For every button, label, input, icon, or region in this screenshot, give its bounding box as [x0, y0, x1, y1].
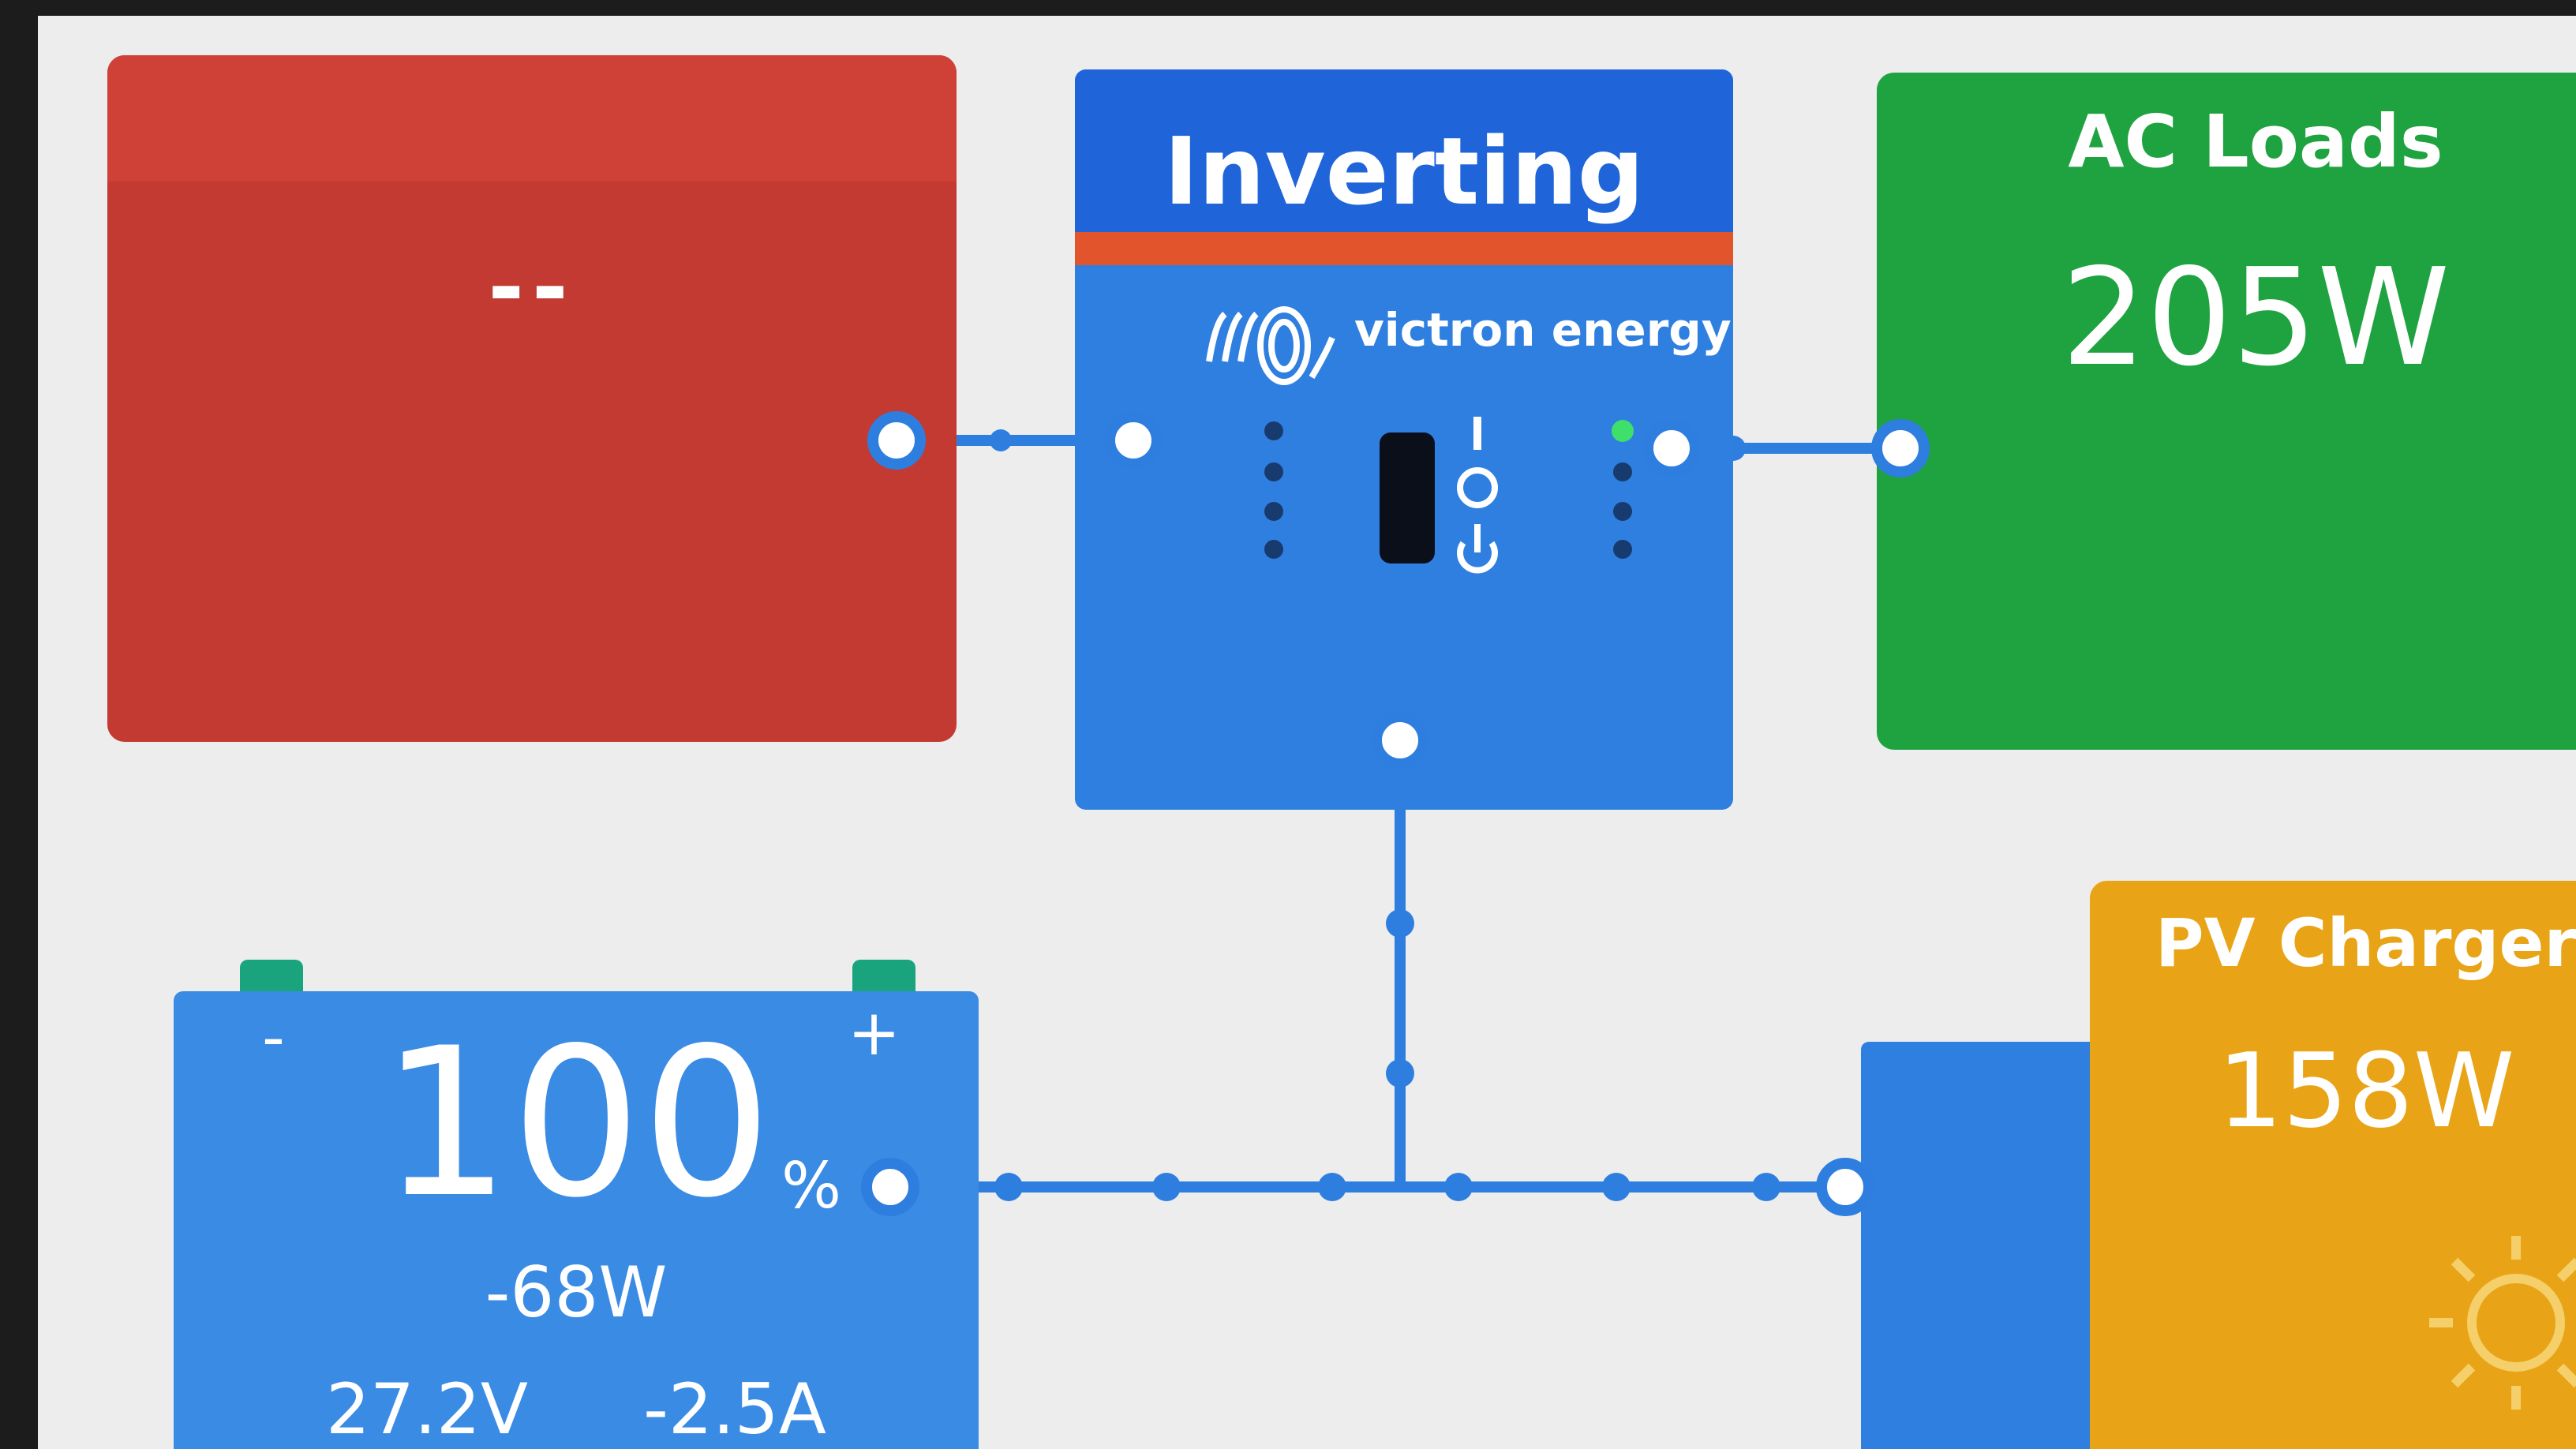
- pv-charger-title: PV Charger: [2155, 904, 2576, 982]
- battery-power: -68W: [485, 1252, 668, 1333]
- ac-loads-value: 205W: [2061, 240, 2451, 396]
- battery-current: -2.5A: [643, 1368, 826, 1449]
- pv-charger-value: 158W: [2217, 1031, 2515, 1151]
- front-panel-leds: [1264, 420, 1634, 559]
- inverter-header: [1075, 69, 1733, 232]
- sun-icon: [2429, 1236, 2576, 1410]
- connection-lines: [890, 429, 1900, 1201]
- inverter-header-stripe: [1075, 232, 1733, 265]
- brand-name: victron energy: [1354, 303, 1732, 357]
- inverter-state: Inverting: [1163, 117, 1645, 226]
- on-off-switch-icon[interactable]: [1376, 417, 1503, 590]
- tile-header-stripe: [107, 55, 957, 182]
- gx-overview-screen: -- Inverting victron energy: [38, 16, 2576, 1449]
- ac-input-value: --: [488, 237, 576, 338]
- victron-logo-icon: [1206, 306, 1335, 385]
- ac-input-tile[interactable]: --: [107, 55, 957, 742]
- connector-rings: [861, 411, 1930, 1216]
- inverter-tile[interactable]: Inverting victron energy: [1075, 69, 1733, 810]
- ac-loads-title: AC Loads: [2068, 99, 2443, 184]
- mppt-device-graphic: [1861, 1042, 2114, 1449]
- battery-soc-unit: %: [781, 1149, 842, 1222]
- ac-loads-tile[interactable]: AC Loads 205W: [1877, 73, 2576, 750]
- battery-minus-label: -: [262, 1001, 285, 1074]
- battery-plus-label: +: [848, 996, 901, 1069]
- battery-voltage: 27.2V: [325, 1368, 529, 1449]
- battery-soc: 100: [380, 1005, 773, 1243]
- brand-logo: victron energy: [1193, 290, 1732, 393]
- battery-tile[interactable]: - + 100 % -68W 27.2V -2.5A: [174, 991, 979, 1449]
- battery-voltage-current: 27.2V -2.5A: [174, 1368, 979, 1449]
- battery-terminal-icon: [852, 960, 915, 991]
- pv-charger-tile[interactable]: PV Charger 158W: [2090, 881, 2576, 1449]
- battery-terminal-icon: [240, 960, 303, 991]
